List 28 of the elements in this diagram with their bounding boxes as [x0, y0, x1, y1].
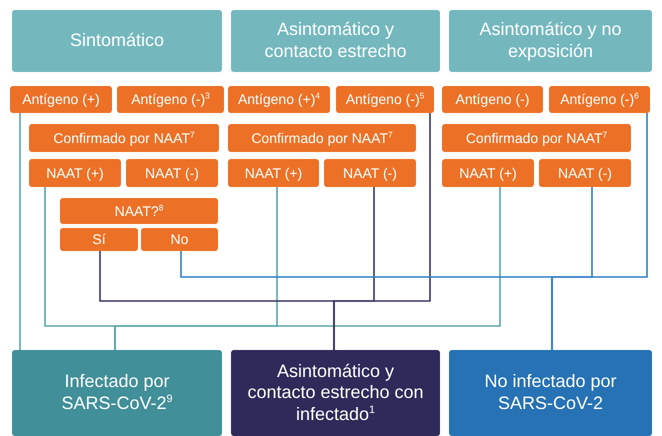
- connector-line: [114, 187, 501, 350]
- test-result-box: No: [141, 228, 218, 251]
- connector-line: [19, 113, 21, 350]
- connector-line: [333, 113, 431, 350]
- category-header: Asintomático y no exposición: [449, 10, 652, 72]
- test-result-box: NAAT (-): [324, 159, 416, 187]
- test-result-box: Antígeno (+)$^{4}$: [228, 86, 330, 113]
- outcome-box: Asintomático y contacto estrecho con infectado$^{1}$: [231, 350, 440, 436]
- test-result-box: Confirmado por NAAT$^{7}$: [228, 124, 416, 152]
- test-result-box: NAAT (+): [29, 159, 121, 187]
- test-result-box: Antígeno (-)$^{3}$: [117, 86, 224, 113]
- test-result-box: Antígeno (+): [10, 86, 112, 113]
- category-header: Sintomático: [12, 10, 222, 72]
- test-result-box: Antígeno (-)$^{6}$: [549, 86, 650, 113]
- test-result-box: NAAT (+): [228, 159, 319, 187]
- test-result-box: Confirmado por NAAT$^{7}$: [29, 124, 219, 152]
- test-result-box: Antígeno (-)$^{5}$: [336, 86, 434, 113]
- test-result-box: NAAT?$^{8}$: [60, 198, 218, 224]
- outcome-box: Infectado por SARS-CoV-2$^{9}$: [12, 350, 222, 436]
- outcome-box: No infectado por SARS-CoV-2: [449, 350, 652, 436]
- test-result-box: NAAT (-): [539, 159, 631, 187]
- test-result-box: NAAT (+): [442, 159, 534, 187]
- test-result-box: Antígeno (-): [442, 86, 543, 113]
- test-result-box: Sí: [60, 228, 138, 251]
- category-header: Asintomático y contacto estrecho: [231, 10, 440, 72]
- test-result-box: Confirmado por NAAT$^{7}$: [442, 124, 631, 152]
- connector-line: [551, 113, 648, 350]
- test-result-box: NAAT (-): [126, 159, 218, 187]
